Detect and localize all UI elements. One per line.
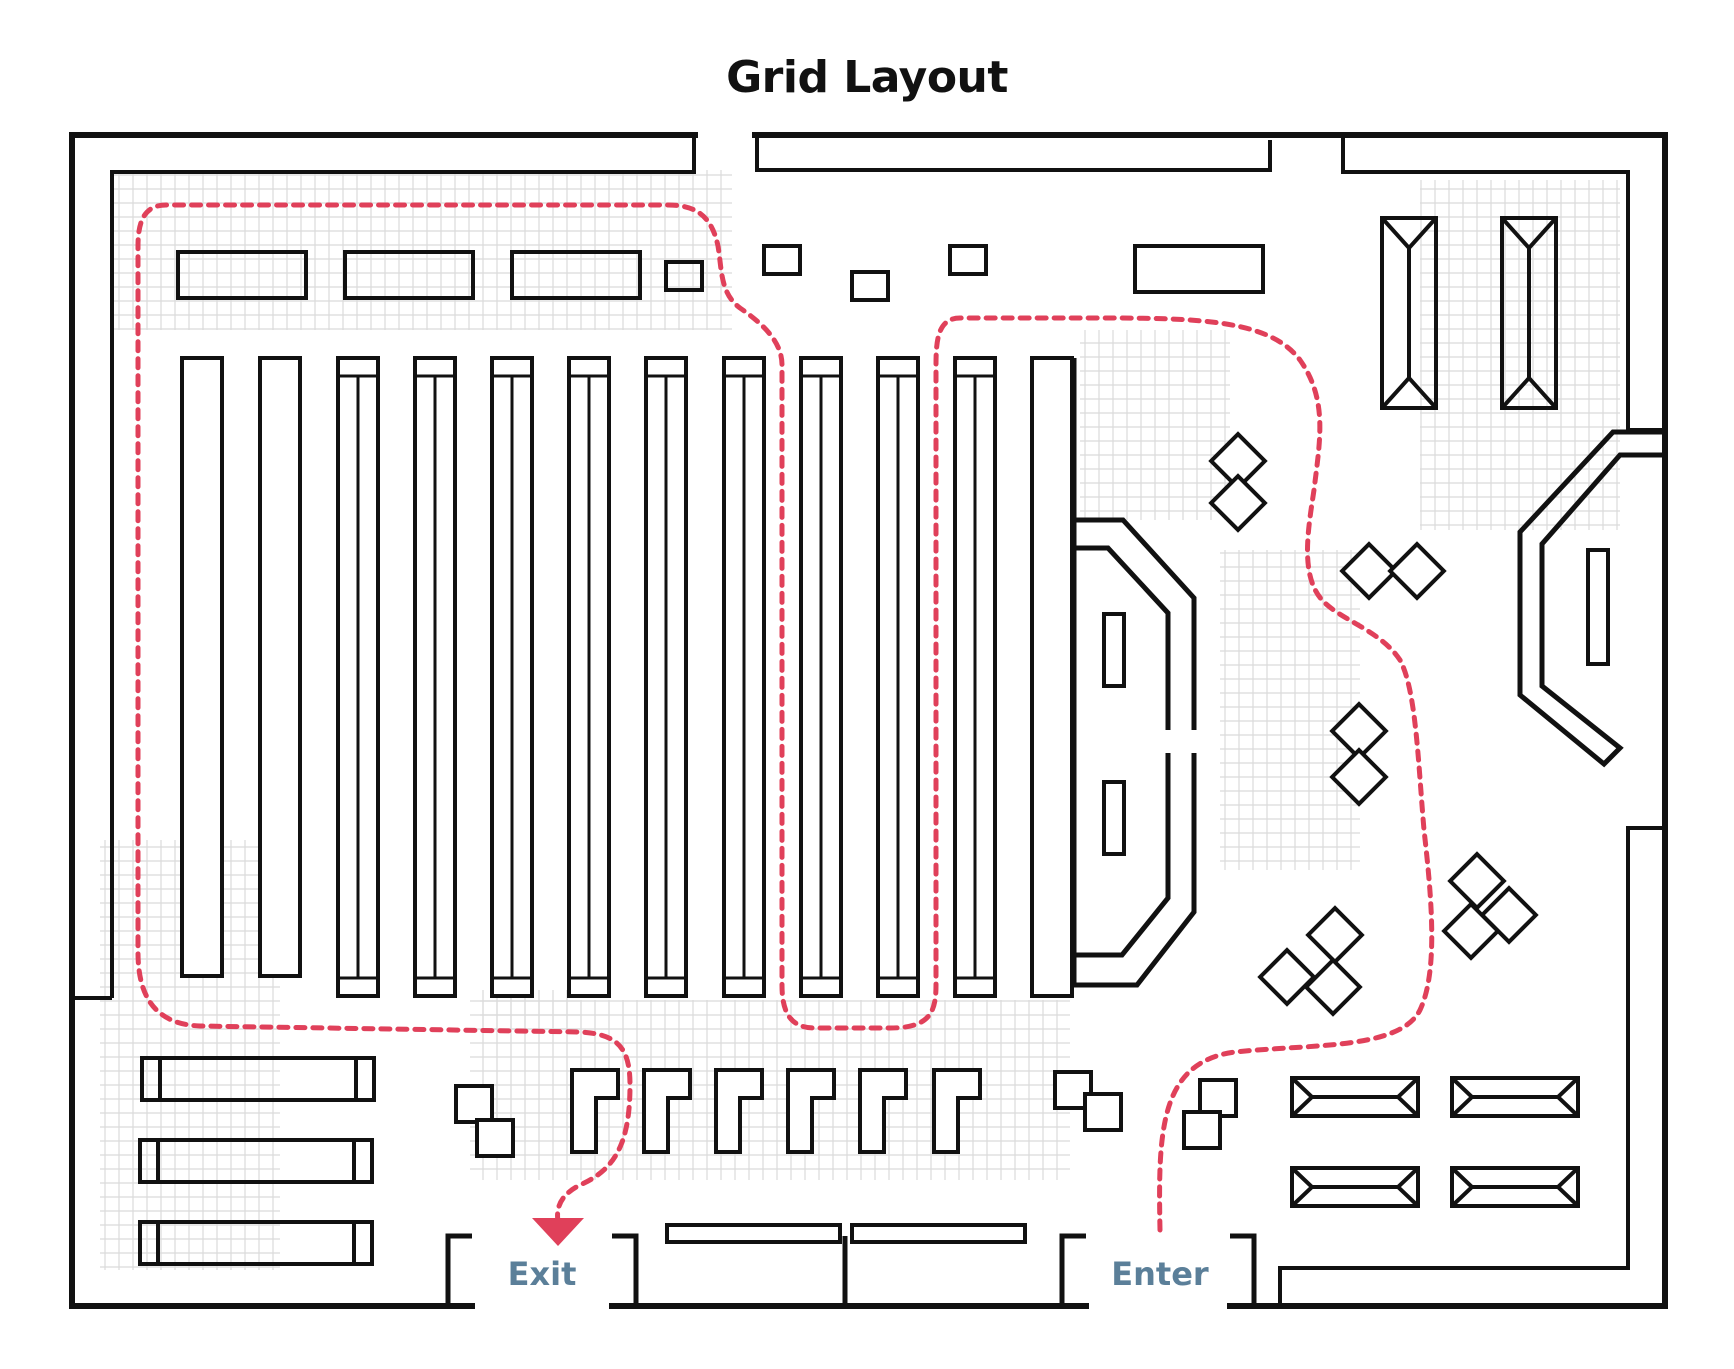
l-shaped-shelves	[570, 1068, 982, 1154]
enter-label: Enter	[1111, 1255, 1209, 1293]
exit-label: Exit	[508, 1255, 577, 1293]
checkout-counters	[665, 1223, 1027, 1244]
bottom-left-shelves	[138, 1056, 376, 1266]
down-arrow-icon	[532, 1218, 584, 1246]
outer-walls	[69, 132, 1668, 1309]
bottom-right-tables	[1290, 1076, 1580, 1208]
right-display-racks	[1380, 216, 1558, 410]
top-shelves	[176, 244, 1265, 302]
doorway-frames	[445, 1233, 1257, 1309]
diagram-title: Grid Layout	[726, 52, 1008, 103]
right-wall-display	[1517, 429, 1665, 768]
inner-walls	[72, 135, 1665, 1306]
center-angled-display	[1071, 358, 1197, 988]
small-square-displays	[454, 1070, 1238, 1158]
diamond-tables	[1208, 431, 1539, 1017]
customer-path	[135, 202, 1435, 1233]
aisle-shelf-end-caps	[338, 374, 995, 980]
